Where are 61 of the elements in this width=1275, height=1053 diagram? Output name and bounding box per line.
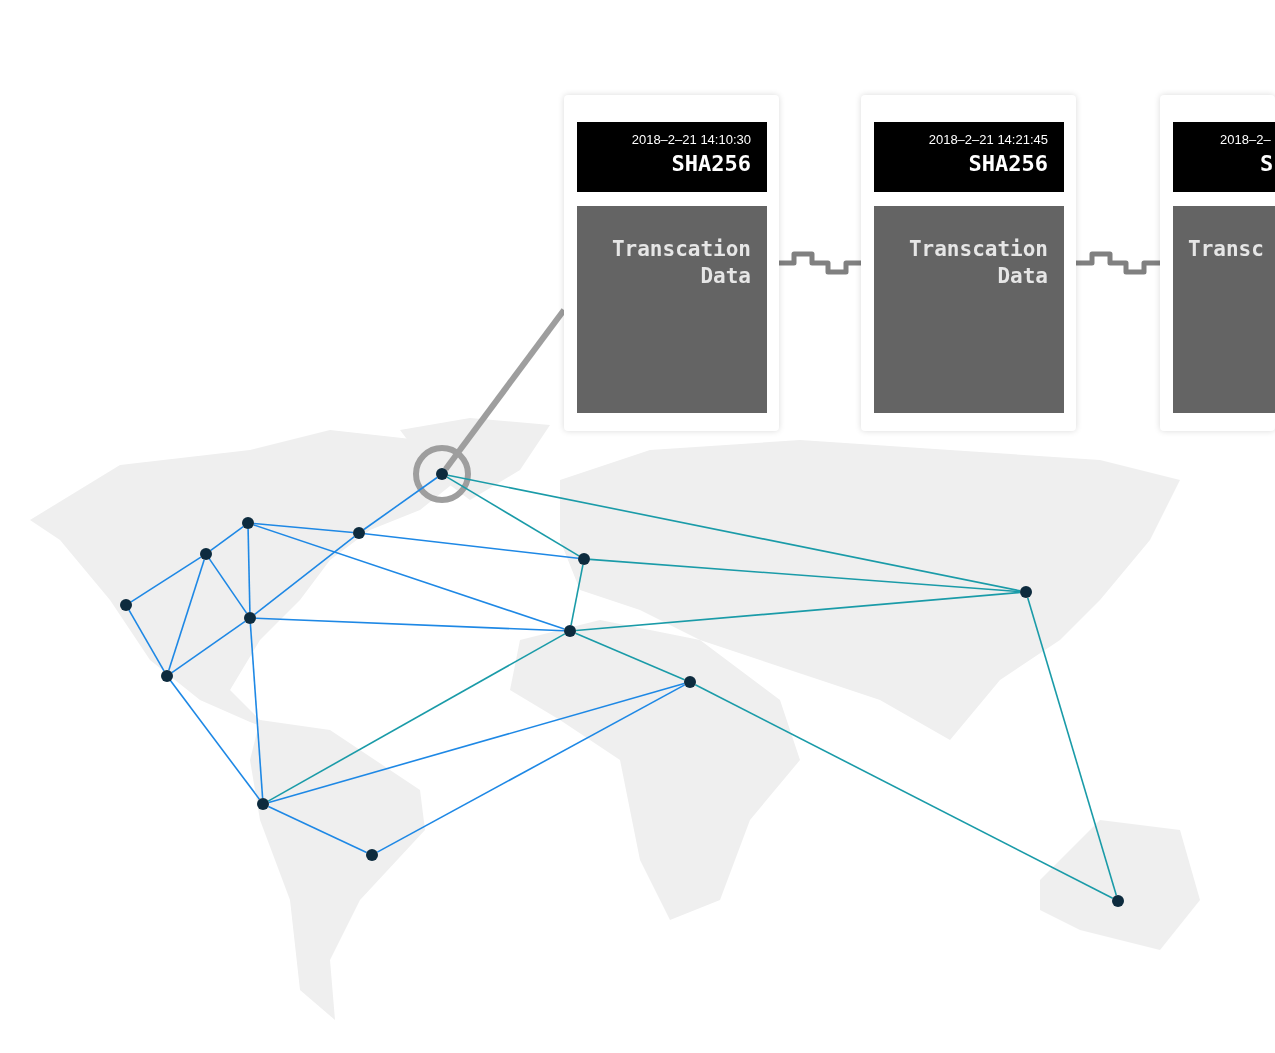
network-node <box>1020 586 1032 598</box>
network-node <box>366 849 378 861</box>
network-link <box>255 617 565 632</box>
network-node <box>1112 895 1124 907</box>
network-link <box>267 805 368 854</box>
network-link <box>268 682 685 804</box>
network-link <box>376 684 686 853</box>
transaction-data-label: Transcation Data <box>907 236 1049 290</box>
timestamp: 2018–2–21 14:21:45 <box>927 132 1049 147</box>
block-body <box>874 206 1064 413</box>
network-node <box>436 468 448 480</box>
timestamp: 2018–2–21 14:10:30 <box>630 132 752 147</box>
chain-link <box>779 251 861 275</box>
network-link <box>210 525 244 552</box>
block-card <box>861 95 1076 431</box>
hash-label: S <box>1259 151 1275 176</box>
network-node <box>578 553 590 565</box>
network-node <box>200 548 212 560</box>
network-link <box>574 632 686 681</box>
network-link <box>575 591 1021 632</box>
network-link <box>130 556 202 603</box>
network-link <box>247 528 251 613</box>
timestamp: 2018–2– <box>1219 132 1272 147</box>
network-link <box>363 476 438 531</box>
network-link <box>252 524 566 630</box>
block-header <box>577 122 767 192</box>
transaction-data-label: Transcation Data <box>610 236 752 290</box>
block-card <box>564 95 779 431</box>
transaction-data-label: Transc <box>1187 236 1265 263</box>
network-link <box>128 609 165 672</box>
block-header <box>874 122 1064 192</box>
network-link <box>1026 597 1118 896</box>
network-link <box>168 558 205 672</box>
network-link <box>171 620 246 674</box>
network-node <box>684 676 696 688</box>
network-link <box>208 558 248 614</box>
network-link <box>694 683 1114 900</box>
network-node <box>161 670 173 682</box>
network-link <box>364 532 579 560</box>
hash-label: SHA256 <box>967 151 1049 176</box>
network-node <box>564 625 576 637</box>
network-link <box>447 474 1021 592</box>
network-link <box>589 558 1021 593</box>
network-node <box>120 599 132 611</box>
network-link <box>570 564 584 626</box>
network-node <box>257 798 269 810</box>
block-card <box>1160 95 1275 431</box>
chain-link <box>1076 251 1160 275</box>
block-header <box>1173 122 1275 192</box>
block-body <box>577 206 767 413</box>
network-link <box>446 476 580 557</box>
network-node <box>244 612 256 624</box>
network-link <box>249 623 264 799</box>
network-node <box>353 527 365 539</box>
network-link <box>267 633 566 802</box>
network-node <box>242 517 254 529</box>
block-body <box>1173 206 1275 413</box>
network-link <box>253 522 354 534</box>
network-link <box>169 680 261 800</box>
network-link <box>253 535 356 616</box>
hash-label: SHA256 <box>670 151 752 176</box>
